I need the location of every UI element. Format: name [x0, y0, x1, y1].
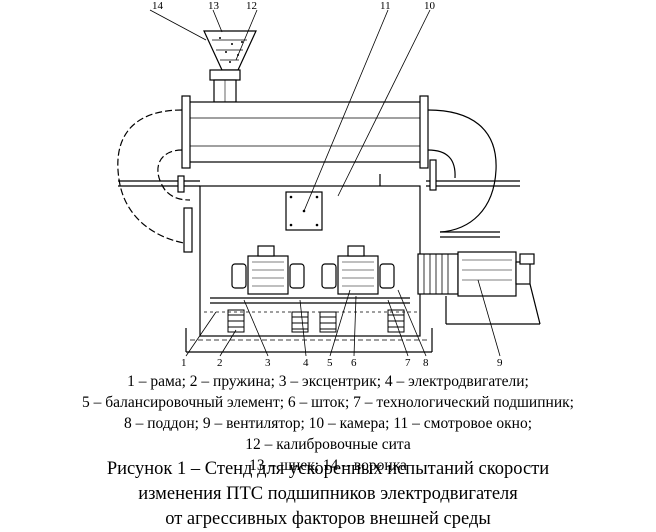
callout-7: 7 — [405, 357, 411, 369]
callout-3: 3 — [265, 357, 271, 369]
tray — [185, 311, 433, 353]
callout-12: 12 — [246, 0, 257, 12]
chamber — [117, 95, 520, 245]
legend-line-4: 12 – калибровочные сита — [245, 436, 411, 453]
callout-6: 6 — [351, 357, 357, 369]
legend-line-1: 1 – рама; 2 – пружина; 3 – эксцентрик; 4… — [127, 373, 529, 390]
callout-4: 4 — [303, 357, 309, 369]
callout-2: 2 — [217, 357, 223, 369]
test-stand-drawing: 14 13 12 11 10 1 2 3 4 5 6 7 8 9 — [117, 0, 541, 369]
callout-9: 9 — [497, 357, 503, 369]
callout-8: 8 — [423, 357, 429, 369]
figure-caption-line-3: от агрессивных факторов внешней среды — [165, 509, 491, 529]
legend-line-2: 5 – балансировочный элемент; 6 – шток; 7… — [82, 394, 574, 411]
figure-caption-line-2: изменения ПТС подшипников электродвигате… — [138, 484, 518, 504]
callout-11: 11 — [380, 0, 391, 12]
legend-line-3: 8 – поддон; 9 – вентилятор; 10 – камера;… — [123, 415, 533, 432]
callout-1: 1 — [181, 357, 187, 369]
leader-lines — [149, 9, 501, 357]
springs — [227, 309, 405, 333]
callout-14: 14 — [152, 0, 164, 12]
funnel — [203, 30, 257, 103]
figure-caption-line-1: Рисунок 1 – Стенд для ускоренных испытан… — [106, 459, 550, 479]
motors — [210, 245, 410, 304]
callout-13: 13 — [208, 0, 220, 12]
legend-line-5: 13 – шнек; 14 – воронка — [249, 457, 407, 474]
callout-10: 10 — [424, 0, 436, 12]
fan — [417, 251, 541, 325]
callout-labels: 14 13 12 11 10 1 2 3 4 5 6 7 8 9 — [152, 0, 503, 369]
callout-5: 5 — [327, 357, 333, 369]
